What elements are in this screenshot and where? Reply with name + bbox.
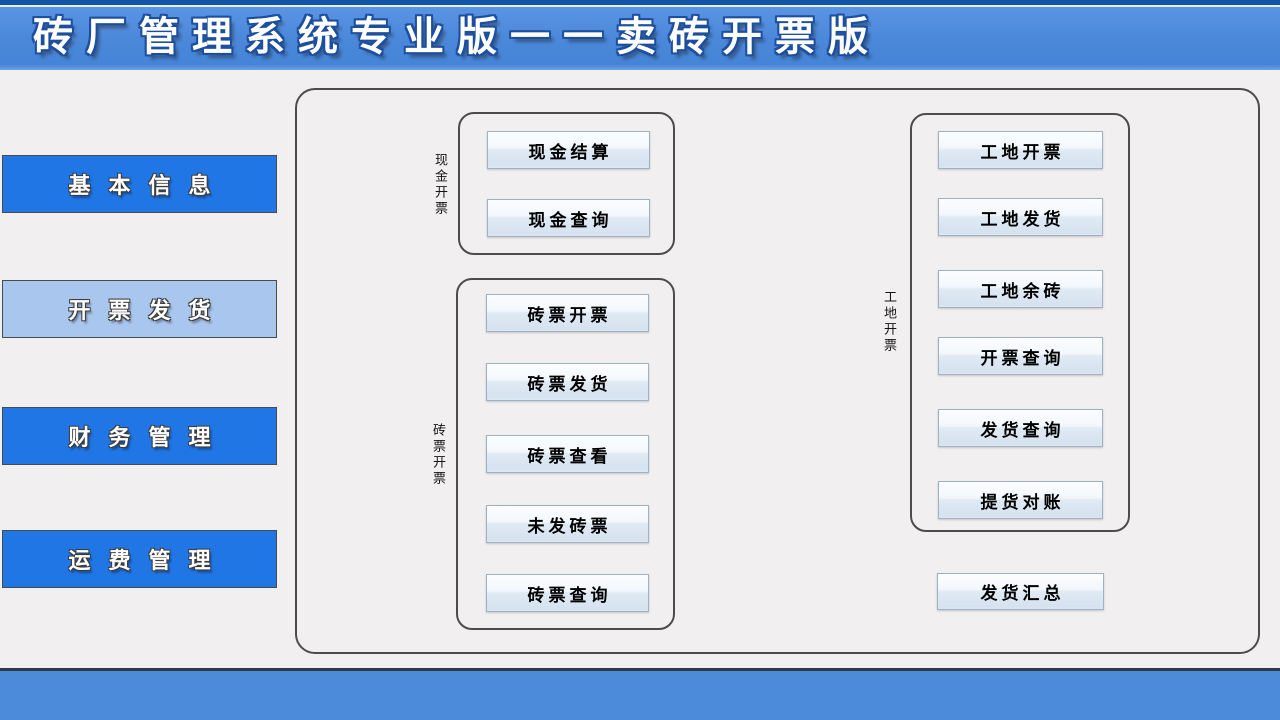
brick-ticket-view-button[interactable]: 砖票查看 [486,435,649,473]
group-label-brick-ticket-invoice: 砖票开票 [430,423,445,487]
footer-bar [0,668,1280,720]
brick-ticket-ship-button[interactable]: 砖票发货 [486,363,649,401]
cash-query-button[interactable]: 现金查询 [487,199,650,237]
sidebar-item-basic-info[interactable]: 基本信息 [2,155,277,213]
sidebar-item-invoice-shipping[interactable]: 开票发货 [2,280,277,338]
header-top-strip [0,0,1280,5]
group-label-site-invoice: 工地开票 [881,290,896,354]
brick-ticket-query-button[interactable]: 砖票查询 [486,574,649,612]
invoice-query-button[interactable]: 开票查询 [938,337,1103,375]
group-box-site-invoice [910,113,1130,532]
brick-ticket-invoice-button[interactable]: 砖票开票 [486,294,649,332]
cash-settlement-button[interactable]: 现金结算 [487,131,650,169]
sidebar-item-freight-management[interactable]: 运费管理 [2,530,277,588]
shipping-summary-button[interactable]: 发货汇总 [937,573,1104,610]
sidebar-item-finance-management[interactable]: 财务管理 [2,407,277,465]
site-invoice-button[interactable]: 工地开票 [938,131,1103,169]
group-label-cash-invoice: 现金开票 [432,153,447,217]
app-title: 砖厂管理系统专业版一一卖砖开票版 [33,14,881,60]
header-bar: 砖厂管理系统专业版一一卖砖开票版 [0,0,1280,70]
header-top-highlight [0,5,1280,7]
unshipped-ticket-button[interactable]: 未发砖票 [486,505,649,543]
group-box-cash-invoice [458,112,675,255]
group-box-brick-ticket-invoice [456,278,675,630]
site-ship-button[interactable]: 工地发货 [938,198,1103,236]
site-remaining-brick-button[interactable]: 工地余砖 [938,270,1103,308]
pickup-reconcile-button[interactable]: 提货对账 [938,481,1103,519]
shipping-query-button[interactable]: 发货查询 [938,409,1103,447]
